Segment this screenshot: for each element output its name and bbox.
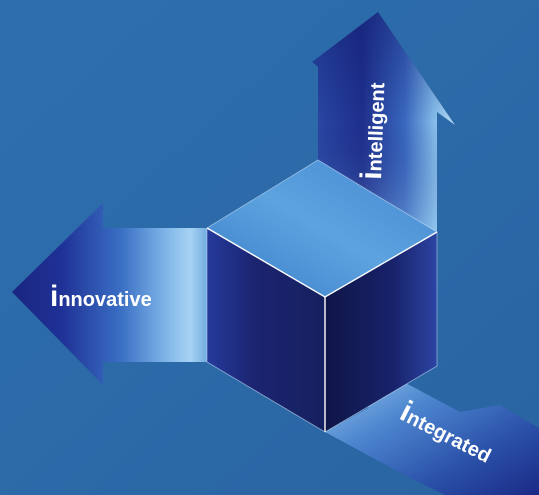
integrated-arrow-body [325,372,539,495]
cube [206,159,438,433]
innovative-label-rest: nnovative [58,289,151,311]
integrated-arrow [325,372,539,495]
intelligent-label-rest: ntelligent [364,82,389,172]
cube-top-face [207,160,437,297]
innovative-label: innovative [50,280,152,313]
intelligent-arrow-shading [312,12,455,232]
cube-front-face [207,228,325,432]
intelligent-arrow [312,12,455,232]
innovative-arrow [12,203,210,385]
intelligent-label: intelligent [355,82,391,181]
innovative-label-initial: i [50,280,58,313]
innovative-arrow-body [12,203,210,385]
cube-side-face [325,232,437,432]
intelligent-label-initial: i [355,171,388,180]
cube-outline [206,159,438,433]
